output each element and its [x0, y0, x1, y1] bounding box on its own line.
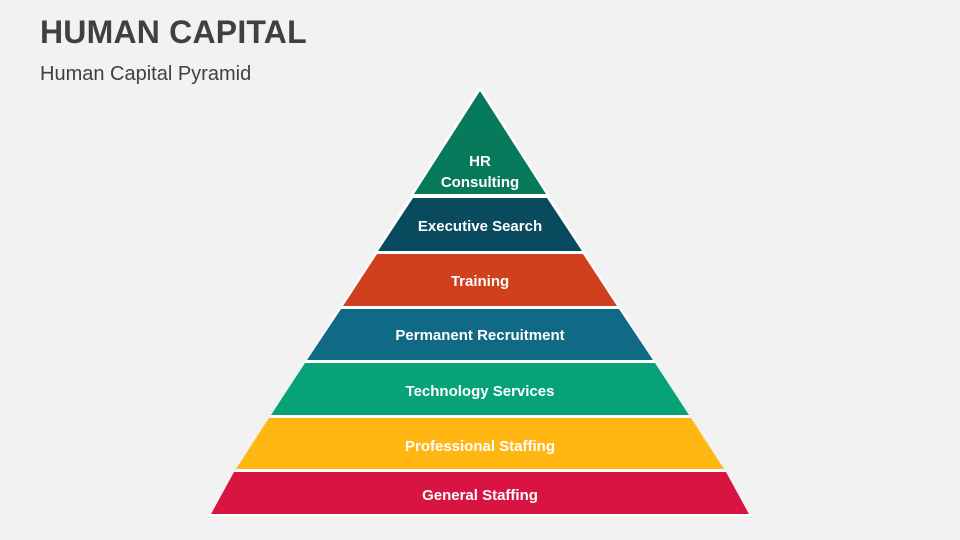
pyramid-level-general-staffing: General Staffing: [211, 472, 749, 514]
level-label: Professional Staffing: [405, 438, 555, 455]
pyramid-level-executive-search: Executive Search: [378, 198, 582, 251]
pyramid-level-hr-consulting: HR Consulting: [414, 91, 546, 194]
level-label: Permanent Recruitment: [395, 327, 564, 344]
level-label: Executive Search: [418, 218, 542, 235]
page-subtitle: Human Capital Pyramid: [40, 63, 252, 85]
level-label: Technology Services: [406, 383, 555, 400]
level-shape: [211, 472, 749, 514]
pyramid-level-professional-staffing: Professional Staffing: [236, 418, 724, 469]
level-shape: [307, 309, 653, 360]
page-title: HUMAN CAPITAL: [40, 14, 307, 50]
level-label: General Staffing: [422, 487, 538, 504]
level-label: Training: [451, 273, 509, 290]
level-shape: [236, 418, 724, 469]
level-shape: [271, 363, 689, 415]
pyramid-level-training: Training: [343, 254, 617, 306]
level-shape: [343, 254, 617, 306]
level-label: HR: [469, 153, 491, 170]
pyramid-level-technology-services: Technology Services: [271, 363, 689, 415]
pyramid-level-permanent-recruitment: Permanent Recruitment: [307, 309, 653, 360]
level-label: Consulting: [441, 174, 519, 191]
level-shape: [414, 91, 546, 194]
level-shape: [378, 198, 582, 251]
